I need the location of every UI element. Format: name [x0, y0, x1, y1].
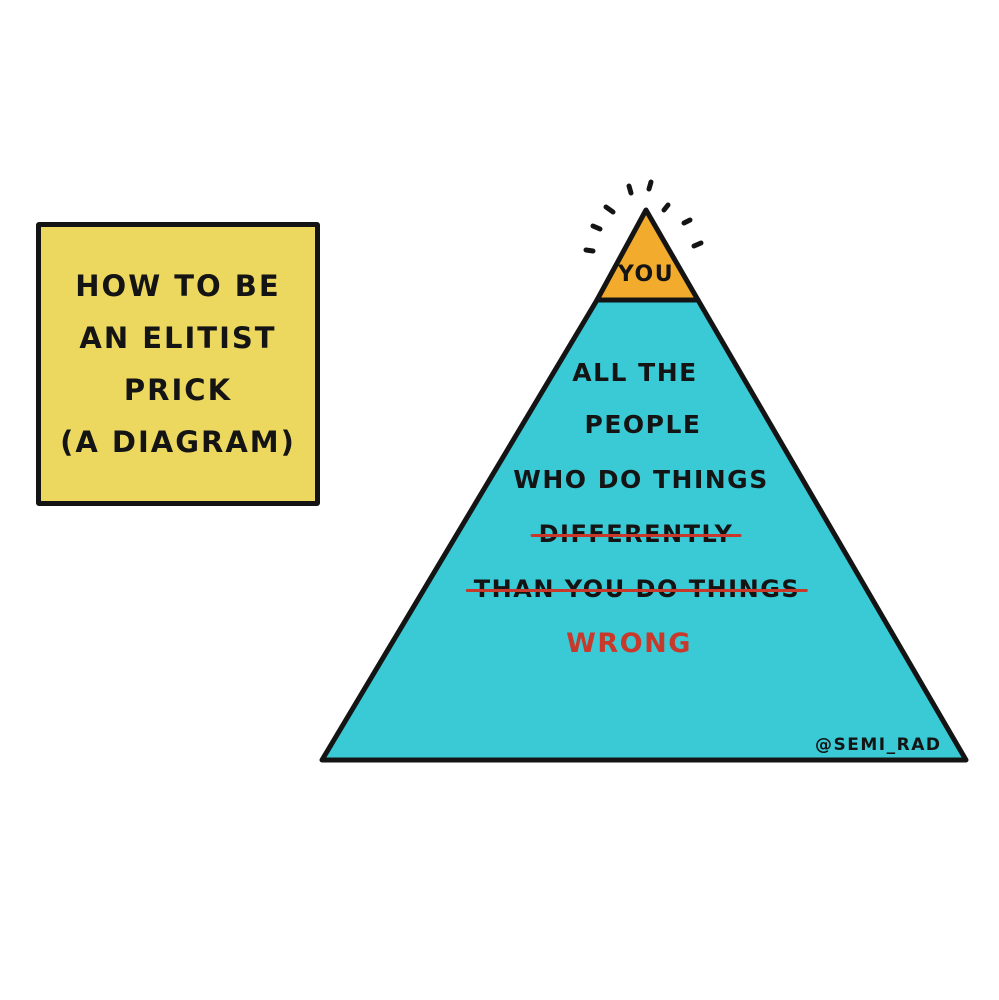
shine-rays-icon	[583, 179, 704, 254]
base-line-2: PEOPLE	[584, 410, 702, 439]
base-line-4-struck: DIFFERENTLY	[538, 520, 734, 548]
base-line-5-struck: THAN YOU DO THINGS	[473, 575, 801, 603]
base-line-3: WHO DO THINGS	[513, 465, 769, 494]
title-line-3: PRICK	[123, 373, 233, 407]
title-line-4: (A DIAGRAM)	[60, 425, 296, 459]
title-line-2: AN ELITIST	[79, 321, 277, 355]
apex-label: YOU	[617, 262, 675, 287]
pyramid-apex	[594, 207, 701, 303]
base-line-1: ALL THE	[572, 358, 698, 387]
credit-handle: @SEMI_RAD	[815, 735, 942, 755]
base-line-6-wrong: WRONG	[566, 628, 692, 659]
title-line-1: HOW TO BE	[75, 269, 281, 303]
title-box: HOW TO BE AN ELITIST PRICK (A DIAGRAM)	[36, 222, 320, 506]
